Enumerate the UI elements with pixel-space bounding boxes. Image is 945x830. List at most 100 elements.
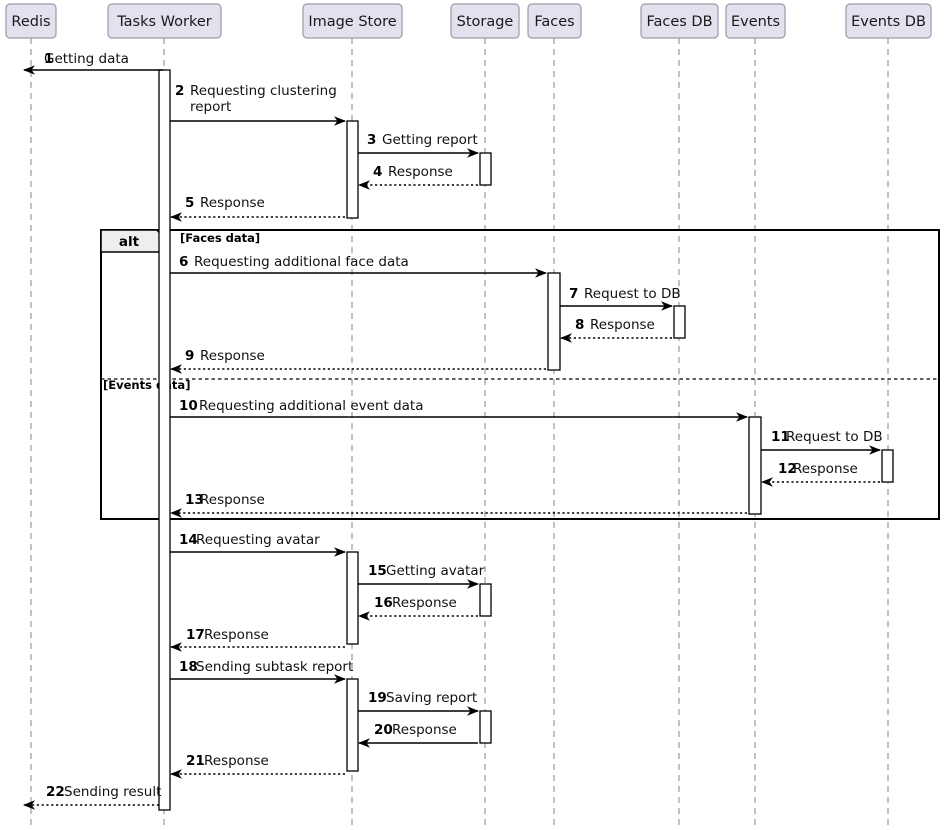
message-number-22: 22 <box>46 784 65 800</box>
message-label-2-line1: report <box>190 99 231 115</box>
participant-box-facesdb[interactable] <box>640 3 719 39</box>
activation-bar-storage <box>479 710 492 744</box>
activation-bar-imgstore <box>346 551 359 645</box>
participant-box-eventsdb[interactable] <box>845 3 932 39</box>
message-label-5: Response <box>200 195 265 211</box>
activation-bar-storage <box>479 583 492 617</box>
message-number-16: 16 <box>374 595 393 611</box>
participant-worker[interactable]: Tasks Worker <box>107 3 222 39</box>
message-9[interactable]: 9 Response <box>170 348 546 374</box>
message-label-21: Response <box>204 753 269 769</box>
activation-bar-imgstore <box>346 120 359 219</box>
participant-box-worker[interactable] <box>107 3 222 39</box>
participant-box-events[interactable] <box>725 3 786 39</box>
participant-label-worker: Tasks Worker <box>116 14 212 30</box>
participant-box-faces[interactable] <box>527 3 582 39</box>
participant-label-imgstore: Image Store <box>308 14 396 30</box>
alt-frame-outline <box>100 229 940 520</box>
participant-imgstore[interactable]: Image Store <box>302 3 403 39</box>
message-label-8: Response <box>590 317 655 333</box>
message-number-10: 10 <box>179 398 198 414</box>
message-number-20: 20 <box>374 722 393 738</box>
message-number-1: 1 <box>44 51 53 67</box>
alt-guard-label-0: [Faces data] <box>180 231 260 245</box>
participant-box-redis[interactable] <box>5 3 57 39</box>
message-label-22: Sending result <box>64 784 161 800</box>
message-number-2: 2 <box>175 83 184 99</box>
message-number-9: 9 <box>185 348 194 364</box>
participant-label-storage: Storage <box>457 14 514 30</box>
message-label-15: Getting avatar <box>386 563 485 579</box>
message-number-17: 17 <box>186 627 205 643</box>
activations-layer <box>158 69 894 811</box>
message-label-9: Response <box>200 348 265 364</box>
activation-bar-storage <box>479 152 492 186</box>
message-label-12: Response <box>793 461 858 477</box>
message-label-2-line0: Requesting clustering <box>190 83 337 99</box>
message-number-18: 18 <box>179 659 198 675</box>
message-number-6: 6 <box>179 254 188 270</box>
participant-label-eventsdb: Events DB <box>851 14 926 30</box>
activation-bar-eventsdb <box>881 449 894 483</box>
participant-box-storage[interactable] <box>450 3 520 39</box>
message-label-10: Requesting additional event data <box>199 398 424 414</box>
participant-label-redis: Redis <box>11 14 50 30</box>
message-6[interactable]: 6 Requesting additional face data <box>170 254 547 278</box>
participant-redis[interactable]: Redis <box>5 3 57 39</box>
message-label-16: Response <box>392 595 457 611</box>
message-number-14: 14 <box>179 532 198 548</box>
activation-bar-imgstore <box>346 678 359 772</box>
message-label-18: Sending subtask report <box>196 659 353 675</box>
message-label-6: Requesting additional face data <box>194 254 409 270</box>
message-number-3: 3 <box>367 132 376 148</box>
participant-label-facesdb: Faces DB <box>646 14 712 30</box>
activation-bar-events <box>748 416 762 515</box>
participant-facesdb[interactable]: Faces DB <box>640 3 719 39</box>
message-number-13: 13 <box>185 492 204 508</box>
participant-storage[interactable]: Storage <box>450 3 520 39</box>
message-label-14: Requesting avatar <box>196 532 320 548</box>
participant-label-events: Events <box>731 14 780 30</box>
activation-bar-facesdb <box>673 305 686 339</box>
message-label-4: Response <box>388 164 453 180</box>
message-4[interactable]: 4 Response <box>358 164 478 190</box>
message-number-4: 4 <box>373 164 382 180</box>
message-label-20: Response <box>392 722 457 738</box>
message-label-13: Response <box>200 492 265 508</box>
participant-label-faces: Faces <box>534 14 574 30</box>
participant-events[interactable]: Events <box>725 3 786 39</box>
activation-bar-faces <box>547 272 561 371</box>
message-label-11: Request to DB <box>786 429 883 445</box>
participant-box-imgstore[interactable] <box>302 3 403 39</box>
activation-bar-worker <box>158 69 171 811</box>
message-number-7: 7 <box>569 286 578 302</box>
participants-layer: Redis Tasks Worker Image Store Storage Faces… <box>5 3 932 39</box>
message-number-15: 15 <box>368 563 387 579</box>
participant-eventsdb[interactable]: Events DB <box>845 3 932 39</box>
message-number-19: 19 <box>368 690 387 706</box>
message-label-1: Getting data <box>44 51 129 67</box>
message-number-11: 11 <box>771 429 790 445</box>
participant-faces[interactable]: Faces <box>527 3 582 39</box>
alt-guard-label-1: [Events data] <box>103 378 190 392</box>
